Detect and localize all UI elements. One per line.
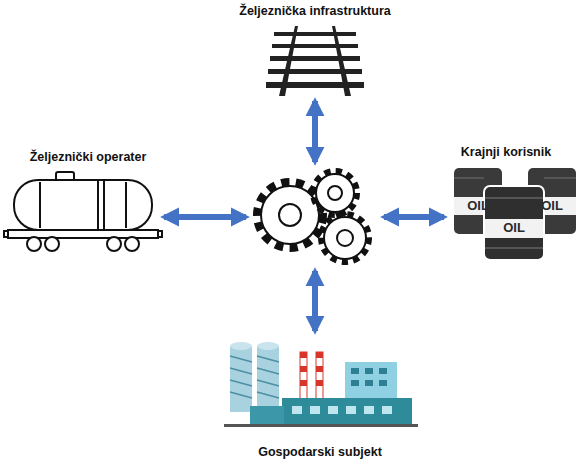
oil-barrels-icon <box>454 168 576 260</box>
gears-icon <box>258 172 368 261</box>
rail-track-icon <box>266 26 364 96</box>
flow-arrows <box>164 101 444 331</box>
icon-node: Željeznička infrastruktura <box>186 4 444 100</box>
barrel-label: OIL <box>541 199 563 213</box>
tank-wagon-icon <box>4 172 162 251</box>
node-label: Željeznički operater <box>2 150 174 165</box>
node-label: Krajnji korisnik <box>432 145 580 160</box>
node-label: Željeznička infrastruktura <box>186 4 444 19</box>
barrel-label: OIL <box>503 221 525 235</box>
factory-icon <box>224 342 418 427</box>
barrel-label: OIL <box>467 199 489 213</box>
icon-node: Željeznički operater <box>2 150 174 252</box>
icon-node: Gospodarski subjekt <box>196 334 444 460</box>
node-label: Gospodarski subjekt <box>196 445 444 460</box>
